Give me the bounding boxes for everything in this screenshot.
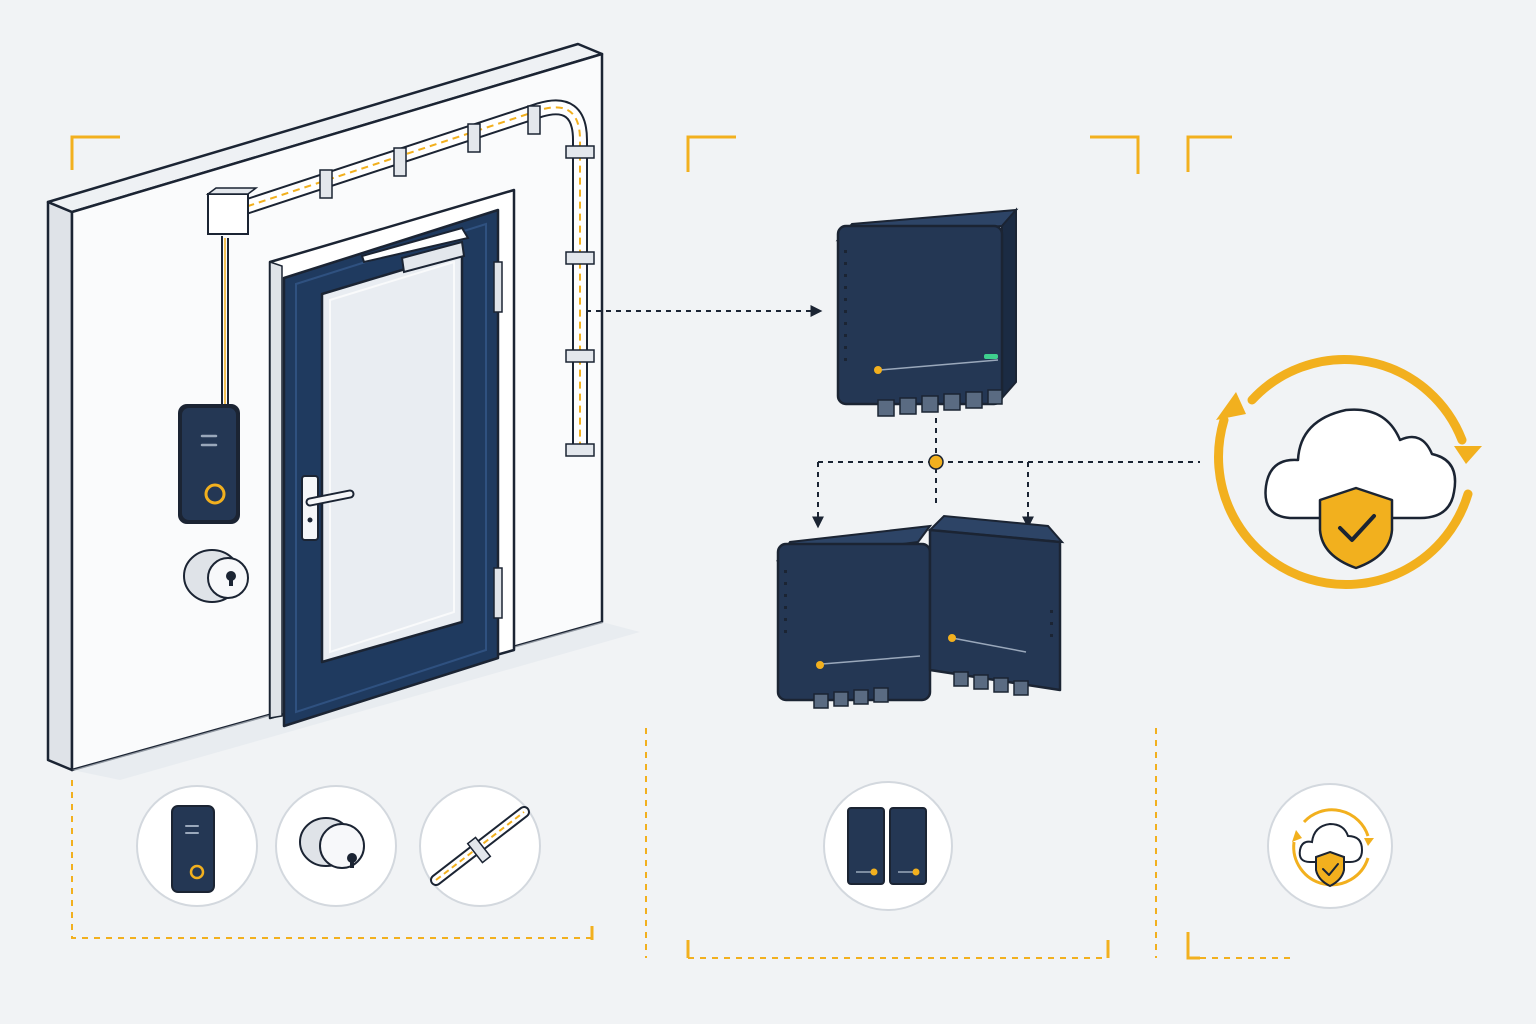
section-dashed-lines — [71, 728, 1290, 959]
legend-controllers — [823, 781, 953, 911]
cable-conduit-icon — [430, 806, 530, 886]
cylinder-lock — [183, 549, 249, 603]
status-led — [984, 354, 998, 359]
door-glass — [320, 250, 464, 664]
door-closer — [360, 226, 470, 274]
sub-controller-right — [927, 514, 1065, 696]
sub-controller-left — [775, 524, 933, 709]
port-row — [877, 389, 1003, 417]
cylinder-lock-icon — [299, 817, 365, 869]
legend-cylinder-lock — [275, 785, 397, 907]
access-reader-icon — [171, 805, 215, 893]
door-handle — [301, 475, 355, 541]
controller-pair-icon — [847, 807, 927, 885]
access-reader — [178, 404, 240, 524]
controller-bus — [812, 418, 1200, 529]
main-controller-indicator — [874, 366, 882, 374]
sub-controller-indicator — [948, 634, 956, 642]
legend-cable-conduit — [419, 785, 541, 907]
cloud-icon — [1264, 408, 1457, 520]
sub-controller-indicator — [816, 661, 824, 669]
cloud-sync — [1214, 355, 1482, 589]
legend-access-reader — [136, 785, 258, 907]
section-frame-brackets — [70, 135, 1232, 960]
legend-cloud-sync — [1267, 783, 1393, 909]
main-controller — [835, 207, 1019, 417]
cable-conduit — [205, 99, 595, 457]
check-icon — [1338, 514, 1376, 542]
door — [282, 208, 503, 728]
cloud-sync-shield-icon — [1292, 808, 1374, 888]
bus-junction — [928, 454, 944, 470]
shield-icon — [1318, 486, 1394, 570]
